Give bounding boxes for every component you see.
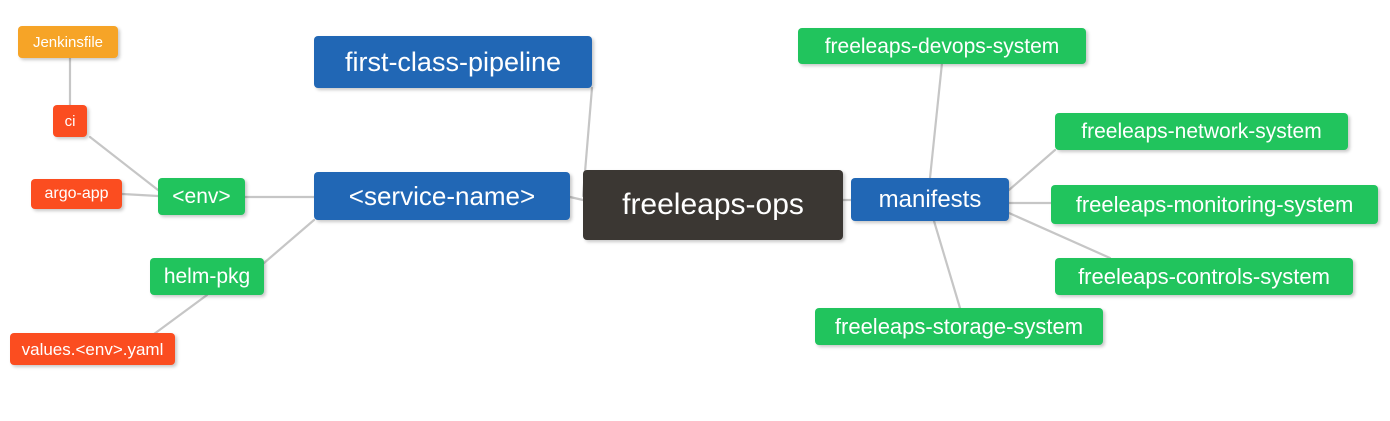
node-argo-app[interactable]: argo-app [31, 179, 122, 209]
node-freeleaps-devops-system[interactable]: freeleaps-devops-system [798, 28, 1086, 64]
node-values-env-yaml[interactable]: values.<env>.yaml [10, 333, 175, 365]
node-first-class-pipeline[interactable]: first-class-pipeline [314, 36, 592, 88]
node-env[interactable]: <env> [158, 178, 245, 215]
node-helm-pkg[interactable]: helm-pkg [150, 258, 264, 295]
edge-env-argo-app [120, 192, 160, 198]
node-freeleaps-network-system[interactable]: freeleaps-network-system [1055, 113, 1348, 150]
node-freeleaps-ops[interactable]: freeleaps-ops [583, 170, 843, 240]
node-service-name[interactable]: <service-name> [314, 172, 570, 220]
edge-manifests-network-system [1007, 148, 1057, 192]
edge-service-name-helm-pkg [262, 218, 316, 265]
edge-manifests-storage-system [932, 219, 962, 310]
edge-helm-pkg-values-yaml [148, 293, 209, 339]
node-ci[interactable]: ci [53, 105, 87, 137]
node-jenkinsfile[interactable]: Jenkinsfile [18, 26, 118, 58]
edge-manifests-devops-system [928, 61, 944, 180]
node-freeleaps-storage-system[interactable]: freeleaps-storage-system [815, 308, 1103, 345]
node-freeleaps-monitoring-system[interactable]: freeleaps-monitoring-system [1051, 185, 1378, 224]
node-manifests[interactable]: manifests [851, 178, 1009, 221]
node-freeleaps-controls-system[interactable]: freeleaps-controls-system [1055, 258, 1353, 295]
edge-root-service-name [568, 195, 585, 202]
